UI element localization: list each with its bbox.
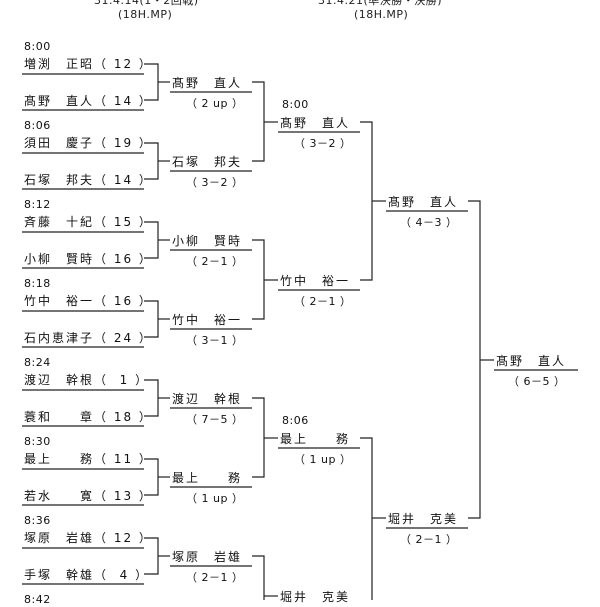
player-entry: 竹中 裕一（ 16 ） [24,294,153,308]
match-time-2: 8:06 [24,119,51,132]
round2-winner: 渡辺 幹根 [172,392,243,406]
round2-score: （ 2 up ） [186,97,244,110]
match-time-8: 8:42 [24,593,51,606]
match-time-6: 8:30 [24,435,51,448]
semifinal-winner: 堀井 克美 [388,512,459,526]
quarterfinal-score: （ 1 up ） [294,453,352,466]
quarterfinal-score: （ 2－1 ） [294,295,352,308]
player-entry: 渡辺 幹根（ 1 ） [24,373,150,387]
player-entry: 若水 寛（ 13 ） [24,489,153,503]
round2-winner: 髙野 直人 [172,76,243,90]
semifinal-time-2: 8:06 [282,414,309,427]
player-entry: 最上 務（ 11 ） [24,452,153,466]
round2-score: （ 3－2 ） [186,176,244,189]
match-time-3: 8:12 [24,198,51,211]
round2-date: 31.4.21(準決勝・決勝) [318,0,443,7]
round2-score: （ 1 up ） [186,492,244,505]
round2-score: （ 2－1 ） [186,255,244,268]
round2-winner: 竹中 裕一 [172,313,243,327]
round2-format: (18H.MP) [354,8,409,21]
player-entry: 手塚 幹雄（ 4 ） [24,568,150,582]
player-entry: 須田 慶子（ 19 ） [24,136,153,150]
quarterfinal-winner: 堀井 克美 [280,590,351,604]
match-time-5: 8:24 [24,356,51,369]
champion-name: 髙野 直人 [496,354,567,368]
round2-winner: 塚原 岩雄 [172,550,243,564]
semifinal-score: （ 2－1 ） [400,533,458,546]
player-entry: 石塚 邦夫（ 14 ） [24,173,153,187]
round2-score: （ 7－5 ） [186,413,244,426]
player-entry: 斉藤 十紀（ 15 ） [24,215,153,229]
quarterfinal-score: （ 3－2 ） [294,137,352,150]
match-time-1: 8:00 [24,40,51,53]
player-entry: 増渕 正昭（ 12 ） [24,57,153,71]
round2-winner: 石塚 邦夫 [172,155,243,169]
semifinal-winner: 髙野 直人 [388,195,459,209]
quarterfinal-winner: 竹中 裕一 [280,274,351,288]
round1-date: 31.4.14(1・2回戦) [94,0,199,7]
player-entry: 髙野 直人（ 14 ） [24,94,153,108]
match-time-4: 8:18 [24,277,51,290]
round2-score: （ 2－1 ） [186,571,244,584]
round2-winner: 最上 務 [172,471,243,485]
round1-format: (18H.MP) [118,8,173,21]
player-entry: 塚原 岩雄（ 12 ） [24,531,153,545]
player-entry: 蓑和 章（ 18 ） [24,410,153,424]
semifinal-time-1: 8:00 [282,98,309,111]
match-time-7: 8:36 [24,514,51,527]
quarterfinal-winner: 最上 務 [280,432,351,446]
champion-score: （ 6－5 ） [508,375,566,388]
round2-score: （ 3－1 ） [186,334,244,347]
round2-winner: 小柳 賢時 [172,234,243,248]
quarterfinal-winner: 髙野 直人 [280,116,351,130]
player-entry: 小柳 賢時（ 16 ） [24,252,153,266]
player-entry: 石内恵津子（ 24 ） [24,331,153,345]
semifinal-score: （ 4－3 ） [400,216,458,229]
